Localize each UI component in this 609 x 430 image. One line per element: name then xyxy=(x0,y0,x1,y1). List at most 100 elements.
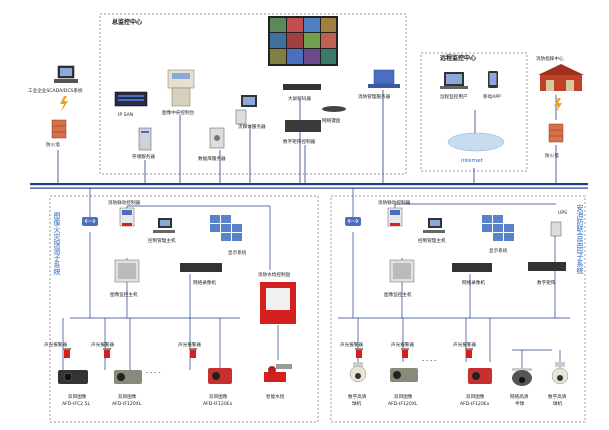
firewall-left-label: 防火墙 xyxy=(46,141,60,148)
decoder-icon xyxy=(283,84,321,90)
right-camera-3-model: AFD-IF120Ex xyxy=(460,401,490,407)
left-display-label: 显示系统 xyxy=(228,249,247,256)
right-camera-4-model: 半球 xyxy=(515,400,525,407)
left-alarm-3-label: 声光报警器 xyxy=(178,341,201,348)
left-camera-3-name: 双目图像 xyxy=(209,393,228,400)
right-camera-4-name: 网络高清 xyxy=(510,393,529,400)
right-display-label: 显示系统 xyxy=(489,247,508,254)
zone-main-center xyxy=(99,13,407,175)
zone-right-system xyxy=(330,195,586,423)
right-nvr-label: 网络录像机 xyxy=(462,279,485,286)
ups-label: UPS xyxy=(558,210,567,216)
left-alarm-2-label: 声光报警器 xyxy=(91,341,114,348)
main-bus-line xyxy=(30,183,588,186)
laptop-icon xyxy=(440,72,468,89)
left-dots: - - - - xyxy=(146,369,160,376)
digital-matrix-icon xyxy=(285,120,321,132)
right-switch-box-label: 数字矩阵 xyxy=(537,279,556,286)
net-keyboard-icon xyxy=(322,106,346,112)
lightning-icon-left xyxy=(60,96,68,112)
right-camera-4-icon xyxy=(512,368,532,386)
firewall-left-icon xyxy=(51,119,67,139)
left-camera-1-icon xyxy=(58,370,88,384)
decoder-label: 大屏解码器 xyxy=(288,95,311,102)
console-label: 图像中央控制台 xyxy=(162,109,195,116)
right-camera-2-model: AFD-IF120XL xyxy=(388,401,418,407)
scada-label: 工业企业SCADA/DCS系统 xyxy=(28,87,83,94)
left-camera-1-model: AFD-IFC2.5L xyxy=(62,401,90,407)
left-control-host-label: 控制管理主机 xyxy=(148,237,176,244)
digital-matrix-label: 数字矩阵控制器 xyxy=(283,138,316,145)
water-cannon-label: 智能水炮 xyxy=(266,393,285,400)
right-alarm-1-icon xyxy=(355,348,363,358)
right-camera-1-model: 球机 xyxy=(352,400,362,407)
fire-server-label: 消防管理服务器 xyxy=(358,93,391,100)
right-alarm-1-label: 声光报警器 xyxy=(340,341,363,348)
left-nvr-label: 网络录像机 xyxy=(193,279,216,286)
right-camera-3-icon xyxy=(468,368,492,384)
top-connections xyxy=(57,90,557,183)
left-alarm-3-icon xyxy=(189,348,197,358)
zone-remote-center xyxy=(420,52,528,172)
right-fire-controller-icon xyxy=(387,207,403,227)
firewall-right-icon xyxy=(548,123,564,143)
right-control-host-icon xyxy=(423,218,445,233)
right-alarm-2-label: 声光报警器 xyxy=(391,341,414,348)
left-monitor-icon xyxy=(114,259,140,283)
right-camera-5-icon xyxy=(551,362,569,385)
left-alarm-1-icon xyxy=(63,348,71,358)
left-monitor-label: 图像监控主机 xyxy=(110,291,138,298)
left-fire-controller-label: 消防联动控制器 xyxy=(108,199,141,206)
stream-server-label: 流媒体服务器 xyxy=(238,123,266,130)
left-control-host-icon xyxy=(153,218,175,233)
phone-icon xyxy=(488,71,498,88)
right-camera-2-icon xyxy=(390,368,418,382)
right-switch-box-icon xyxy=(528,262,566,271)
internet-cloud-icon xyxy=(447,132,505,152)
fire-server-icon xyxy=(368,69,400,88)
right-monitor-label: 图像监控主机 xyxy=(384,291,412,298)
ups-icon xyxy=(550,221,562,237)
right-monitor-icon xyxy=(389,259,415,283)
stream-server-computer-icon xyxy=(235,95,257,125)
video-wall-icon xyxy=(268,16,338,66)
right-fire-controller-label: 消防联动控制器 xyxy=(378,199,411,206)
mobile-user-label: 远程监控用户 xyxy=(440,93,468,100)
right-switch-icon xyxy=(345,217,361,226)
storage-label: 存储服务器 xyxy=(132,153,155,160)
ipsan-label: IP SAN xyxy=(118,112,133,118)
fire-center-title: 消防指挥中心 xyxy=(536,55,564,62)
right-control-host-label: 控制管理主机 xyxy=(418,237,446,244)
console-icon xyxy=(167,69,195,107)
right-nvr-icon xyxy=(452,263,492,272)
scada-computer-icon xyxy=(54,65,78,83)
fire-station-icon xyxy=(538,64,584,91)
right-camera-2-name: 双目图像 xyxy=(394,393,413,400)
left-nvr-icon xyxy=(180,263,222,272)
right-camera-3-name: 双目图像 xyxy=(466,393,485,400)
lightning-icon-right xyxy=(554,98,562,114)
left-camera-2-name: 双目图像 xyxy=(118,393,137,400)
left-alarm-2-icon xyxy=(103,348,111,358)
right-display-icon xyxy=(482,215,514,241)
internet-label: internet xyxy=(461,158,484,164)
left-camera-3-model: AFD-IF120Ex xyxy=(203,401,233,407)
left-water-cannon-ctrl-icon xyxy=(260,282,296,324)
firewall-right-label: 防火墙 xyxy=(545,152,559,159)
left-alarm-1-label: 声光报警器 xyxy=(44,341,67,348)
left-system-title-text: 图像火灾探测子系统 xyxy=(53,212,61,276)
left-camera-1-name: 双目图像 xyxy=(68,393,87,400)
right-camera-5-name: 数字高清 xyxy=(548,393,567,400)
remote-center-title: 远程监控中心 xyxy=(440,54,476,62)
right-dots: - - - - xyxy=(422,357,436,364)
water-cannon-icon xyxy=(264,364,292,382)
mobile-phone-label: 移动APP xyxy=(483,93,501,100)
zone-left-system xyxy=(49,195,319,423)
right-alarm-3-label: 声光报警器 xyxy=(453,341,476,348)
right-alarm-3-icon xyxy=(465,348,473,358)
db-server-label: 数据库服务器 xyxy=(198,155,226,162)
storage-server-icon xyxy=(138,127,152,151)
right-camera-1-icon xyxy=(349,362,367,383)
left-fire-controller-icon xyxy=(119,207,135,227)
